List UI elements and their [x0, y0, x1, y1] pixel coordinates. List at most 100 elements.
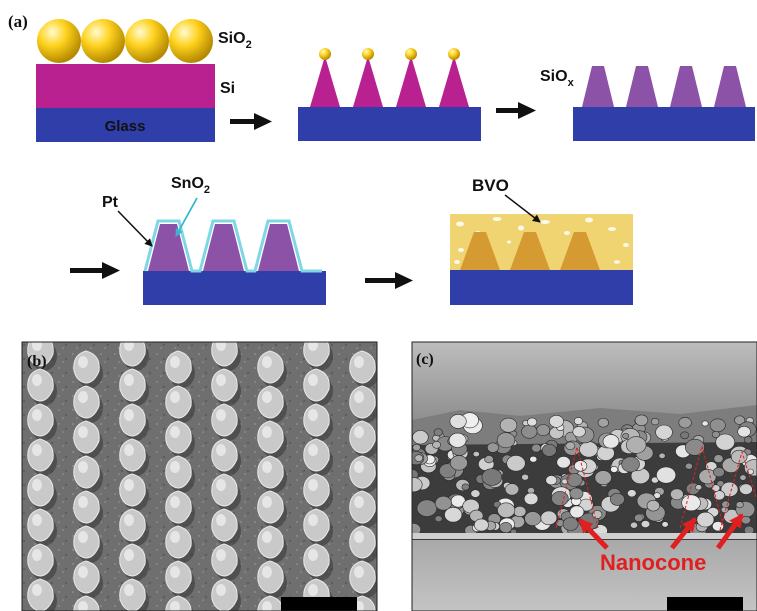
- film-grain: [523, 492, 539, 505]
- nanocone: [73, 525, 103, 563]
- film-grain: [701, 420, 709, 427]
- film-grain: [412, 469, 419, 481]
- film-grain: [730, 449, 748, 464]
- film-grain: [739, 483, 753, 495]
- film-grain: [569, 505, 585, 519]
- film-grain: [529, 455, 538, 463]
- nanocone: [211, 543, 241, 581]
- film-grain: [565, 441, 576, 450]
- film-grain: [655, 424, 673, 440]
- nanocone: [303, 508, 333, 546]
- film-grain: [696, 511, 715, 528]
- nanocone: [211, 438, 241, 476]
- film-grain: [633, 513, 644, 523]
- film-grain: [540, 510, 558, 526]
- film-grain: [579, 441, 599, 458]
- film-grain: [497, 502, 516, 518]
- nanocone: [165, 420, 195, 458]
- nanocone: [73, 560, 103, 598]
- nanocone: [349, 560, 377, 598]
- film-grain: [602, 434, 620, 449]
- siox-cone: [670, 66, 702, 107]
- sio2-cap: [448, 48, 460, 60]
- siox-label: SiOx: [540, 68, 575, 89]
- film-grain: [747, 468, 754, 475]
- nanocone: [257, 490, 287, 528]
- sio2-cap: [362, 48, 374, 60]
- film-grain: [556, 456, 571, 469]
- nanocone: [349, 455, 377, 493]
- nanocone: [211, 578, 241, 611]
- process-arrow: [70, 262, 120, 279]
- film-grain: [685, 438, 705, 456]
- film-grain: [597, 417, 609, 428]
- film-grain: [448, 432, 467, 448]
- nanocone: [211, 342, 241, 371]
- film-grain: [504, 483, 520, 496]
- film-grain: [737, 426, 751, 438]
- film-grain: [412, 477, 423, 493]
- nanocone: [27, 342, 57, 371]
- film-grain: [549, 414, 564, 428]
- sio2-sphere: [169, 19, 213, 63]
- process-arrow: [230, 113, 272, 130]
- film-grain: [625, 436, 647, 454]
- siox-cone: [626, 66, 658, 107]
- siox-cone: [714, 66, 746, 107]
- panel-a: (a) Glass SiO2 Si: [8, 12, 755, 305]
- si-cone: [353, 56, 383, 107]
- nanocone: [27, 438, 57, 476]
- film-grain: [449, 455, 468, 471]
- si-layer-1: [36, 64, 215, 108]
- nanocone: [73, 595, 102, 611]
- panel-a-tag: (a): [8, 12, 28, 31]
- film-grain: [680, 431, 690, 440]
- nanocone: [165, 525, 195, 563]
- film-grain: [650, 418, 660, 426]
- nanocone: [119, 508, 149, 546]
- nanocone: [27, 508, 57, 546]
- film-grain: [698, 469, 717, 485]
- glass-substrate-4: [143, 271, 326, 305]
- si-cone: [396, 56, 426, 107]
- scale-bar: [667, 597, 743, 611]
- nanocone: [211, 368, 241, 406]
- sio2-sphere: [37, 19, 81, 63]
- film-grain: [658, 452, 666, 459]
- film-grain: [695, 484, 703, 491]
- nanocone: [303, 403, 333, 441]
- film-grain: [513, 505, 527, 518]
- film-grain: [610, 492, 625, 506]
- nanocone: [165, 560, 195, 598]
- film-grain: [461, 483, 470, 491]
- process-arrow: [496, 102, 536, 119]
- pt-label: Pt: [102, 194, 119, 211]
- nanocone: [119, 438, 149, 476]
- film-grain: [573, 460, 588, 472]
- sio2-sphere: [125, 19, 169, 63]
- film-grain: [640, 520, 651, 528]
- bvo-label: BVO: [472, 176, 509, 195]
- nanocone-label: Nanocone: [600, 550, 706, 575]
- film-grain: [720, 481, 739, 498]
- nanocone: [303, 368, 333, 406]
- sio2-label: SiO2: [218, 30, 252, 51]
- nanocone-arrows: [578, 513, 745, 550]
- film-grain: [472, 451, 480, 458]
- bvo-pointer: [504, 194, 541, 223]
- film-grain: [622, 432, 630, 439]
- nanocone: [119, 342, 149, 371]
- nanocone: [73, 455, 103, 493]
- glass-substrate-1: [36, 108, 215, 142]
- nanocone: [211, 473, 241, 511]
- film-grain: [715, 433, 736, 451]
- step-3-stack: SiOx: [540, 66, 755, 141]
- panel-b-sem-image: [22, 342, 377, 611]
- nanocone: [27, 543, 57, 581]
- film-grain: [627, 489, 637, 498]
- nanocone: [211, 403, 241, 441]
- nanocone: [211, 508, 241, 546]
- sio2-cap: [405, 48, 417, 60]
- film-grain: [621, 456, 640, 473]
- step-2-stack: [298, 48, 481, 141]
